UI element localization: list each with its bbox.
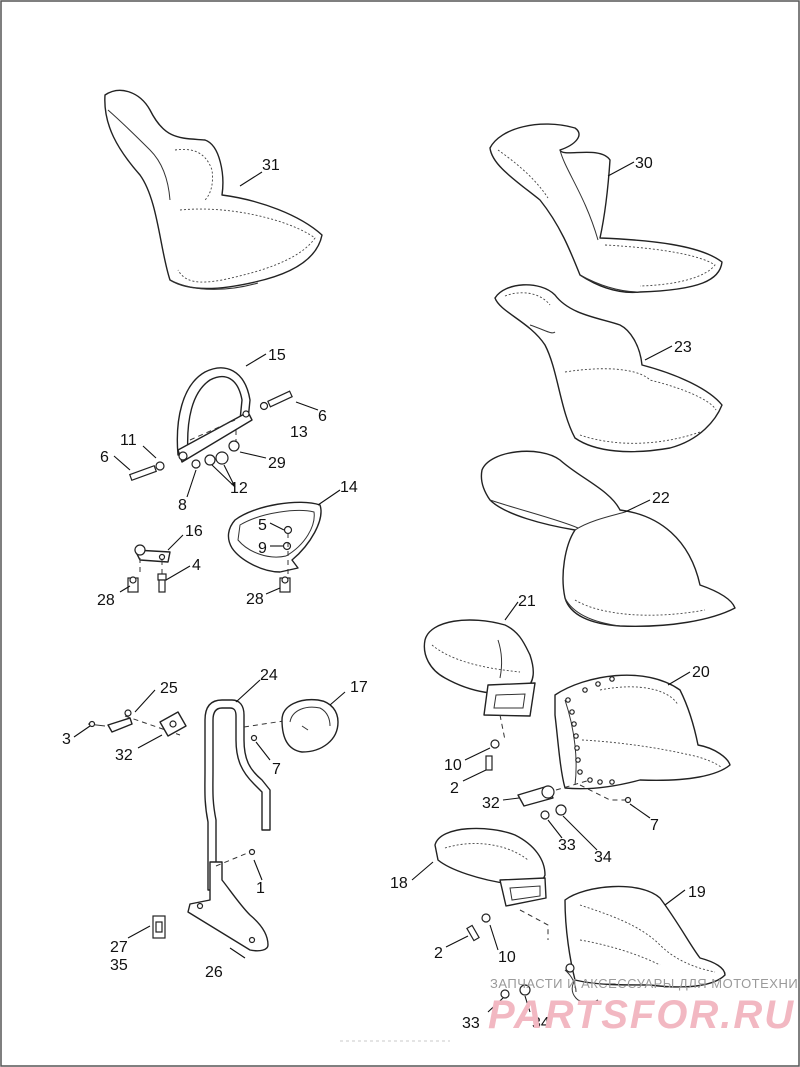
callout-18: 18 [390, 875, 408, 892]
callout-27: 27 [110, 939, 128, 956]
callout-6a: 6 [318, 408, 327, 425]
callout-2b: 2 [434, 945, 443, 962]
callout-15: 15 [268, 347, 286, 364]
callout-7b: 7 [650, 817, 659, 834]
callout-29: 29 [268, 455, 286, 472]
callout-10b: 10 [498, 949, 516, 966]
watermark-tagline: ЗАПЧАСТИ И АКСЕССУАРЫ ДЛЯ МОТОТЕХНИКИ [490, 976, 800, 991]
callout-11: 11 [120, 432, 137, 449]
callout-5: 5 [258, 517, 267, 534]
part-15-hoop [176, 367, 253, 463]
part-31-seat [104, 89, 323, 290]
callout-20: 20 [692, 664, 710, 681]
stud-row [565, 676, 615, 785]
callout-34a: 34 [594, 849, 612, 866]
callout-2a: 2 [450, 780, 459, 797]
part-20-seat [554, 674, 731, 790]
part-16-bracket [127, 544, 171, 593]
part-32-mount-left [159, 711, 187, 737]
part-23-seat [494, 284, 723, 453]
part-26-side-plate [187, 848, 269, 952]
callout-22: 22 [652, 490, 670, 507]
right-hardware-lower [466, 909, 577, 999]
callout-34b: 34 [532, 1015, 550, 1032]
callout-32a: 32 [115, 747, 133, 764]
callout-33b: 33 [462, 1015, 480, 1032]
callout-10a: 10 [444, 757, 462, 774]
callout-24: 24 [260, 667, 278, 684]
part-19-seat [564, 885, 726, 1003]
callout-25: 25 [160, 680, 178, 697]
callout-28a: 28 [97, 592, 115, 609]
callout-8: 8 [178, 497, 187, 514]
callout-19: 19 [688, 884, 706, 901]
callout-23: 23 [674, 339, 692, 356]
leader-lines [73, 161, 691, 1013]
callout-7a: 7 [272, 761, 281, 778]
part-14-strap [227, 501, 322, 593]
callout-14: 14 [340, 479, 358, 496]
callout-30: 30 [635, 155, 653, 172]
callout-3: 3 [62, 731, 71, 748]
callout-17: 17 [350, 679, 368, 696]
callout-33a: 33 [558, 837, 576, 854]
callout-35: 35 [110, 957, 128, 974]
hoop-hardware [128, 390, 293, 482]
watermark: ЗАПЧАСТИ И АКСЕССУАРЫ ДЛЯ МОТОТЕХНИКИ PA… [488, 976, 800, 1037]
callout-6b: 6 [100, 449, 109, 466]
part-17-backrest-pad [281, 698, 339, 753]
callout-labels: 31 30 23 22 21 20 19 18 15 6 13 11 6 29 … [62, 155, 710, 1032]
callout-9: 9 [258, 540, 267, 557]
right-hardware-upper [485, 714, 632, 820]
callout-13: 13 [290, 424, 308, 441]
part-18-pad [434, 827, 547, 907]
part-21-pad [423, 619, 536, 717]
watermark-brand: PARTSFOR.RU [488, 993, 795, 1037]
callout-31: 31 [262, 157, 280, 174]
callout-12: 12 [230, 480, 248, 497]
callout-28b: 28 [246, 591, 264, 608]
part-22-seat [480, 450, 736, 628]
callout-16: 16 [185, 523, 203, 540]
part-30-seat [489, 123, 723, 294]
callout-26: 26 [205, 964, 223, 981]
callout-4: 4 [192, 557, 201, 574]
callout-1: 1 [256, 880, 265, 897]
callout-32b: 32 [482, 795, 500, 812]
callout-21: 21 [518, 593, 536, 610]
part-27-35-grommet [152, 915, 166, 939]
